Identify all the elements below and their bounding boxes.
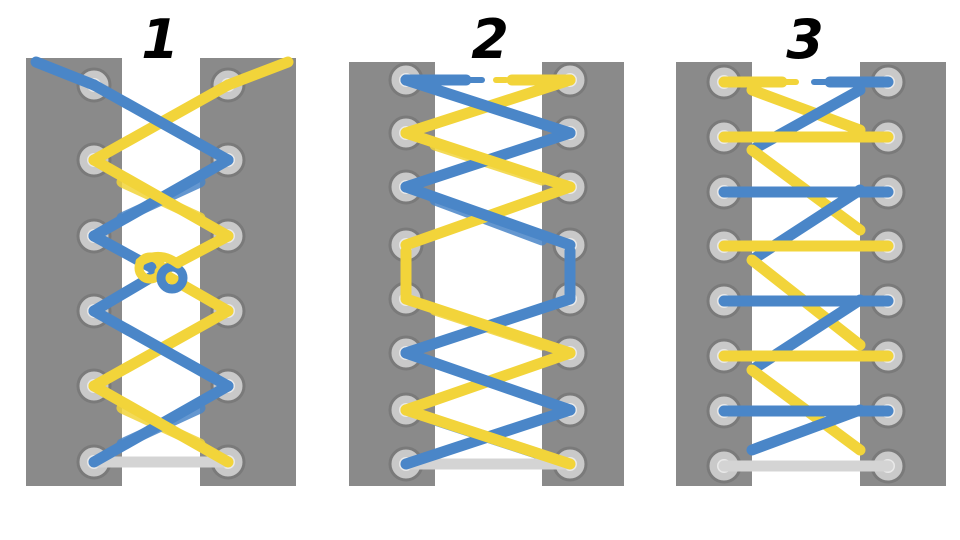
panel-number-2: 2 <box>471 8 509 71</box>
panel-3-straight-bar-lacing: 3 <box>676 8 946 486</box>
lace-knot-icon <box>134 252 188 294</box>
right-flap <box>860 62 946 486</box>
lace-over-segments <box>400 74 576 470</box>
lace-end-blue <box>30 56 100 91</box>
panel-2-skip-lacing: 2 <box>349 8 624 486</box>
right-flap <box>200 58 296 486</box>
lace-end-yellow <box>222 56 294 91</box>
left-flap <box>26 58 122 486</box>
panel-number-3: 3 <box>786 8 824 71</box>
lace-over-segments <box>30 56 294 468</box>
lace-straight-bars <box>718 131 894 472</box>
panel-1-knot-lacing: 1 <box>26 8 296 486</box>
